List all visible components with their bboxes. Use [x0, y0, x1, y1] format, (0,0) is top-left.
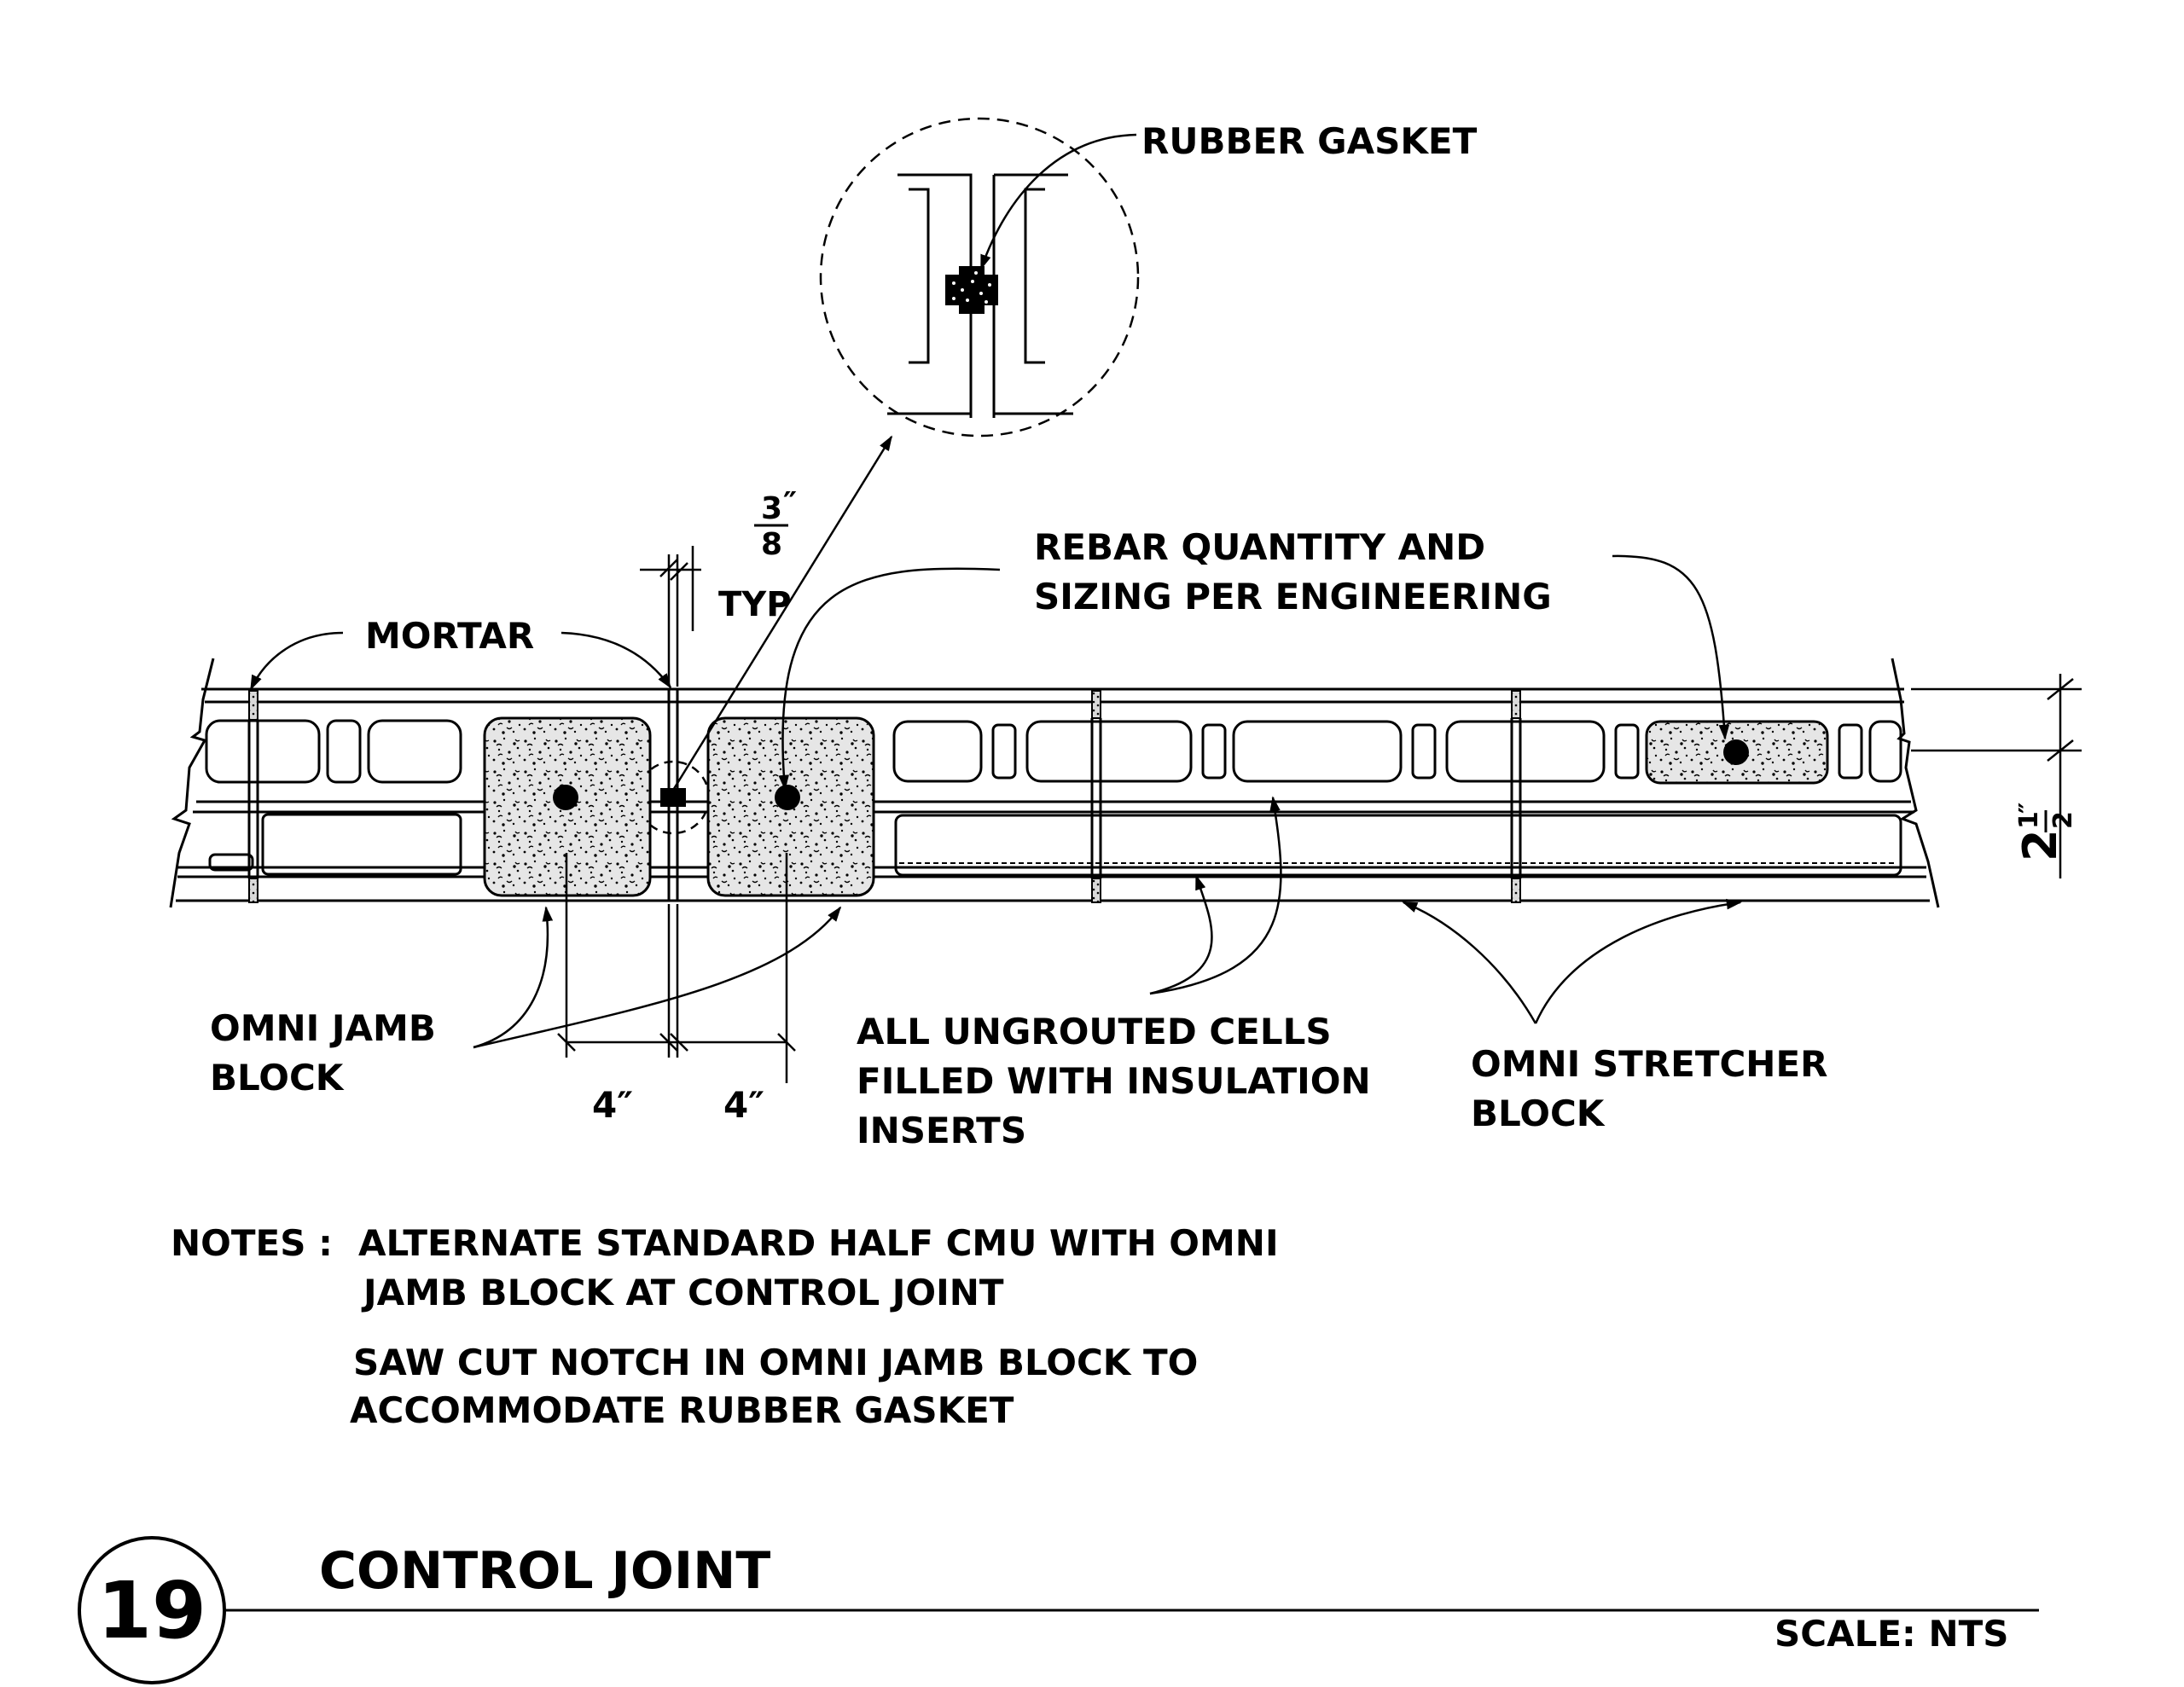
dim-joint-numerator: 3: [761, 491, 782, 526]
label-jamb-1: OMNI JAMB: [210, 1007, 436, 1049]
break-line-left: [169, 658, 215, 908]
wall-section: [169, 658, 1940, 908]
insulation-insert: [894, 814, 1902, 877]
label-jamb-2: BLOCK: [210, 1057, 345, 1099]
label-rebar-2: SIZING PER ENGINEERING: [1034, 576, 1552, 617]
notes-line-2: JAMB BLOCK AT CONTROL JOINT: [361, 1272, 1004, 1313]
detail-scale: SCALE: NTS: [1774, 1613, 2009, 1655]
detail-number: 19: [97, 1565, 206, 1656]
rebar-dot: [1723, 739, 1749, 765]
label-rubber-gasket: RUBBER GASKET: [1141, 120, 1478, 162]
rubber-gasket-small: [660, 788, 686, 807]
title-block: 19 CONTROL JOINT SCALE: NTS: [78, 1536, 2039, 1684]
dim-typ: TYP: [718, 585, 792, 624]
mortar-joint: [248, 878, 258, 903]
label-mortar: MORTAR: [365, 615, 534, 657]
mortar-joint: [1091, 690, 1101, 719]
svg-text:2: 2: [2048, 811, 2078, 829]
mortar-joint: [1511, 690, 1521, 719]
label-stretcher-2: BLOCK: [1471, 1093, 1606, 1134]
annotations: RUBBER GASKET MORTAR REBAR QUANTITY AND …: [171, 120, 2078, 1431]
label-cells-1: ALL UNGROUTED CELLS: [857, 1011, 1332, 1052]
dim-right-4: 4″: [723, 1084, 764, 1126]
mortar-joint: [248, 690, 258, 721]
enlarged-gasket-detail: [819, 117, 1140, 438]
notes-prefix: NOTES :: [171, 1222, 333, 1264]
label-stretcher-1: OMNI STRETCHER: [1471, 1043, 1827, 1085]
leader-lines: [249, 133, 1742, 1049]
notes-line-4: ACCOMMODATE RUBBER GASKET: [350, 1389, 1014, 1431]
svg-text:1: 1: [2014, 811, 2044, 829]
rebar-dot: [553, 785, 578, 810]
dimension-lines: [557, 546, 2082, 1083]
detail-number-circle: [78, 1536, 226, 1684]
notes-line-3: SAW CUT NOTCH IN OMNI JAMB BLOCK TO: [353, 1342, 1198, 1383]
dim-joint-unit: ″: [783, 486, 797, 521]
label-rebar-1: REBAR QUANTITY AND: [1034, 526, 1485, 568]
svg-text:″: ″: [2014, 803, 2044, 814]
svg-text:2: 2: [2013, 829, 2067, 861]
detail-title: CONTROL JOINT: [319, 1541, 770, 1601]
rebar-dot: [775, 785, 800, 810]
dim-left-4: 4″: [592, 1084, 633, 1126]
label-cells-2: FILLED WITH INSULATION: [857, 1060, 1371, 1102]
label-cells-3: INSERTS: [857, 1110, 1026, 1151]
mortar-joint: [1091, 878, 1101, 903]
notes-line-1: ALTERNATE STANDARD HALF CMU WITH OMNI: [358, 1222, 1279, 1264]
mortar-joint: [1511, 878, 1521, 903]
dim-depth: 2 1 ″ 2: [2013, 803, 2078, 861]
dim-joint-denominator: 8: [761, 527, 782, 562]
break-line-right: [1891, 658, 1940, 908]
